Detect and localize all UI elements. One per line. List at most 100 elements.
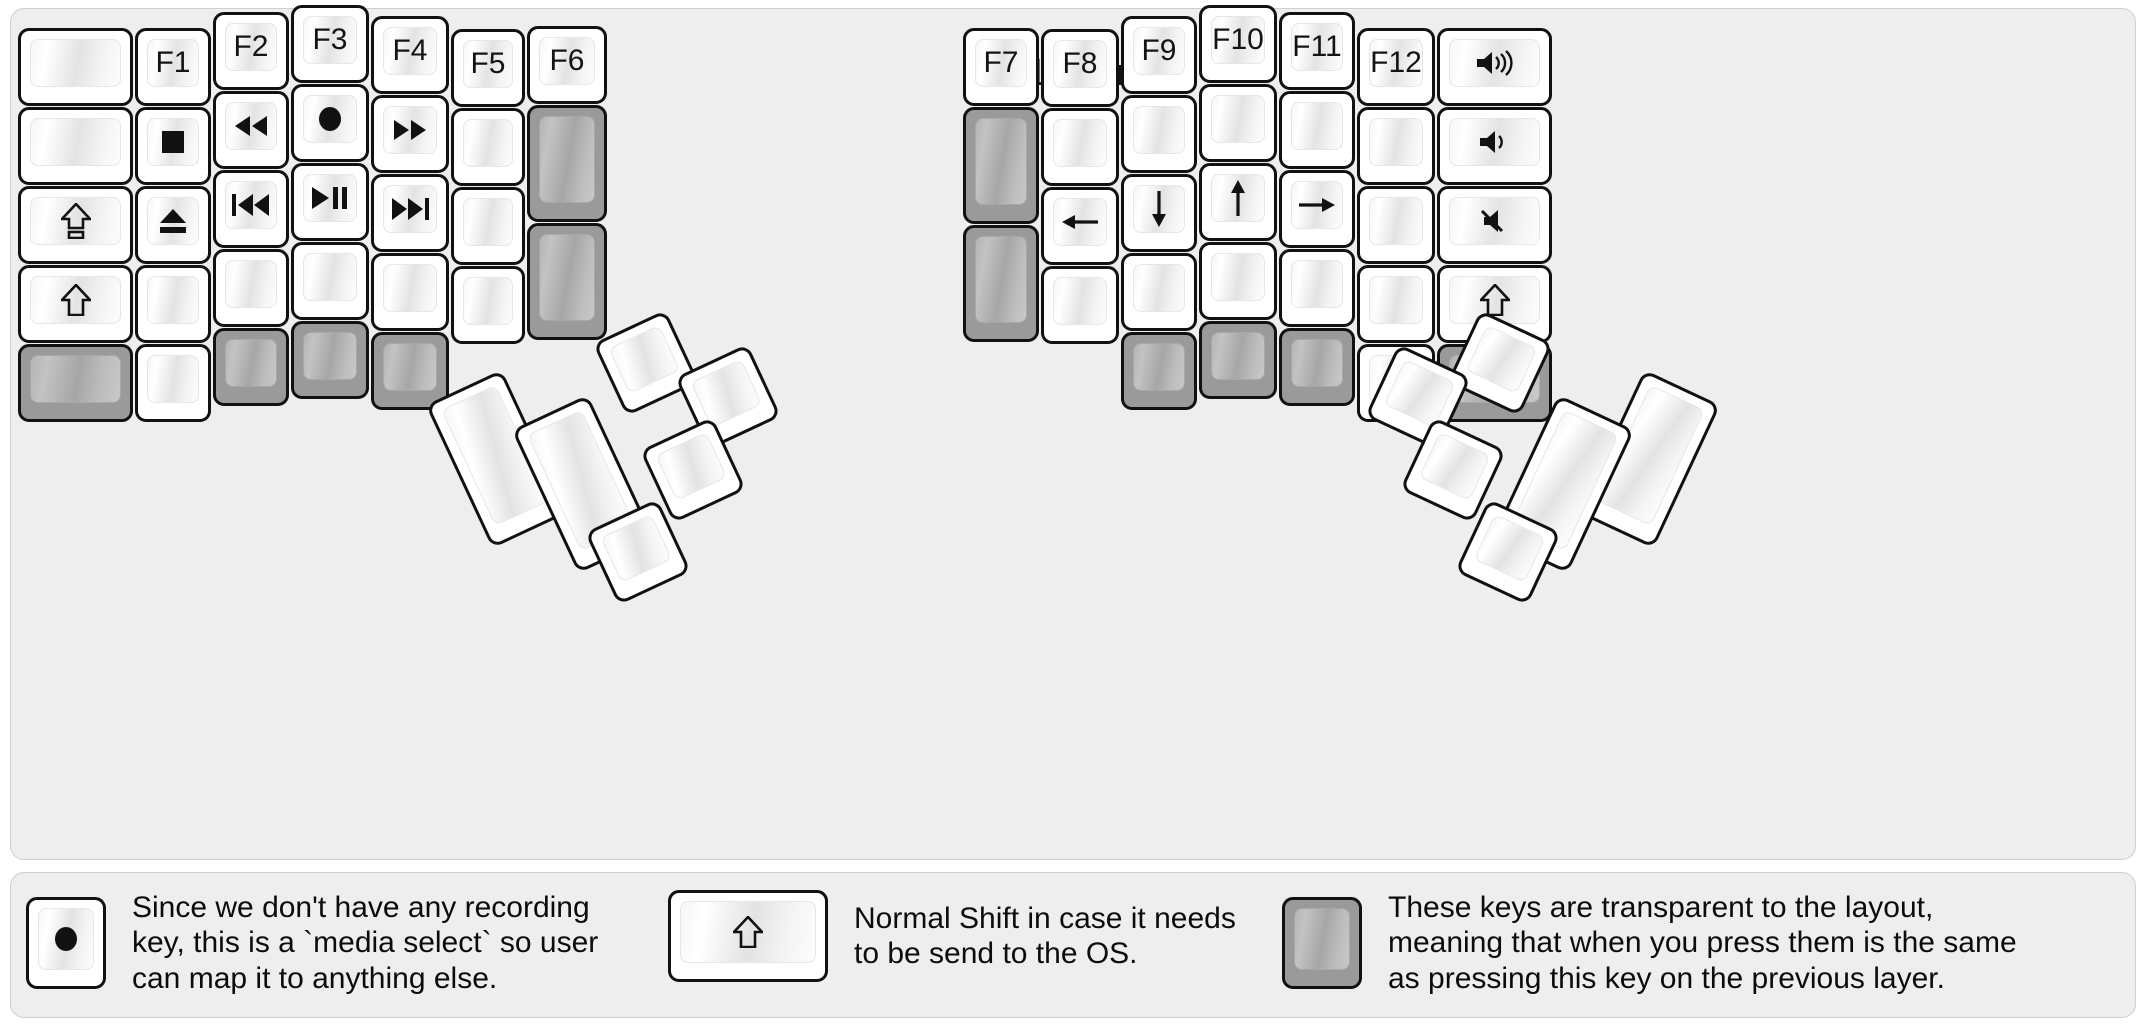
keycap-face (1369, 118, 1423, 166)
key-right-f11-r5[interactable] (1279, 328, 1355, 406)
key-left-f5-r2[interactable] (451, 108, 525, 186)
key-left-f6-r3[interactable] (527, 223, 607, 340)
keycap-face (303, 174, 357, 222)
keycap-face (30, 355, 121, 403)
key-right-f9-r3[interactable] (1121, 174, 1197, 252)
key-label: F11 (1292, 30, 1342, 63)
key-label: F2 (233, 30, 269, 63)
keycap-face: F12 (1369, 39, 1423, 87)
eject-icon (158, 207, 188, 235)
key-right-pinky-outer-right-r3[interactable] (1437, 186, 1552, 264)
key-right-f12-r4[interactable] (1357, 265, 1435, 343)
key-label: F1 (155, 46, 191, 79)
key-right-f7-r3[interactable] (963, 225, 1039, 342)
key-left-f1-r4[interactable] (135, 265, 211, 343)
key-left-f5-r1[interactable]: F5 (451, 29, 525, 107)
key-left-f3-r2[interactable] (291, 84, 369, 162)
key-left-pinky-outer-r3[interactable] (18, 186, 133, 264)
record-icon (316, 105, 344, 133)
key-left-f5-r3[interactable] (451, 187, 525, 265)
key-left-f2-r4[interactable] (213, 249, 289, 327)
keycap-face (147, 197, 199, 245)
keycap-face (1369, 197, 1423, 245)
key-left-f4-r5[interactable] (371, 332, 449, 410)
key-right-f12-r2[interactable] (1357, 107, 1435, 185)
key-left-f1-r1[interactable]: F1 (135, 28, 211, 106)
key-right-f10-r2[interactable] (1199, 84, 1277, 162)
key-left-f3-r5[interactable] (291, 321, 369, 399)
key-left-f1-r5[interactable] (135, 344, 211, 422)
key-left-f6-r1[interactable]: F6 (527, 26, 607, 104)
stop-icon (160, 129, 186, 155)
keycap-face (147, 355, 199, 403)
key-right-pinky-outer-right-r2[interactable] (1437, 107, 1552, 185)
key-left-pinky-outer-r5[interactable] (18, 344, 133, 422)
arrow-left-icon (1061, 210, 1099, 234)
keycap-face: F5 (463, 40, 513, 88)
key-right-f9-r1[interactable]: F9 (1121, 16, 1197, 94)
key-right-f10-r3[interactable] (1199, 163, 1277, 241)
key-left-f6-r2[interactable] (527, 105, 607, 222)
key-right-f10-r1[interactable]: F10 (1199, 5, 1277, 83)
volume-mute-icon (1478, 207, 1512, 235)
keycap-face (539, 116, 595, 203)
key-right-f10-r5[interactable] (1199, 321, 1277, 399)
keycap-face: F4 (383, 27, 437, 75)
key-label: F9 (1141, 34, 1177, 67)
key-left-f3-r3[interactable] (291, 163, 369, 241)
key-left-f4-r2[interactable] (371, 95, 449, 173)
key-left-f1-r3[interactable] (135, 186, 211, 264)
key-label: F5 (470, 47, 506, 80)
keycap-face (1211, 253, 1265, 301)
key-left-f3-r1[interactable]: F3 (291, 5, 369, 83)
key-right-f11-r3[interactable] (1279, 170, 1355, 248)
key-right-f12-r1[interactable]: F12 (1357, 28, 1435, 106)
key-right-f8-r1[interactable]: F8 (1041, 29, 1119, 107)
key-right-f8-r2[interactable] (1041, 108, 1119, 186)
key-right-f10-r4[interactable] (1199, 242, 1277, 320)
key-left-pinky-outer-r4[interactable] (18, 265, 133, 343)
key-left-f2-r3[interactable] (213, 170, 289, 248)
arrow-down-icon (1147, 190, 1171, 228)
key-right-f11-r4[interactable] (1279, 249, 1355, 327)
keycap-face (1211, 95, 1265, 143)
keycap-face (30, 197, 121, 245)
keycap-face (608, 324, 681, 394)
key-left-pinky-outer-r2[interactable] (18, 107, 133, 185)
keycap-face: F3 (303, 16, 357, 64)
keycap-face (303, 95, 357, 143)
key-left-f2-r5[interactable] (213, 328, 289, 406)
key-right-f8-r4[interactable] (1041, 266, 1119, 344)
keycap-face (975, 236, 1027, 323)
key-right-f12-r3[interactable] (1357, 186, 1435, 264)
keycap-face (1369, 276, 1423, 324)
key-right-f9-r5[interactable] (1121, 332, 1197, 410)
keycap-face (463, 198, 513, 246)
key-left-f2-r2[interactable] (213, 91, 289, 169)
key-left-f5-r4[interactable] (451, 266, 525, 344)
key-left-f4-r1[interactable]: F4 (371, 16, 449, 94)
keycap-face (1133, 106, 1185, 154)
play-pause-icon (311, 186, 349, 210)
key-right-pinky-outer-right-r1[interactable] (1437, 28, 1552, 106)
keycap-face (463, 119, 513, 167)
key-label: F3 (312, 23, 348, 56)
key-label: F7 (983, 46, 1019, 79)
volume-down-icon (1478, 128, 1512, 156)
key-right-f7-r1[interactable]: F7 (963, 28, 1039, 106)
keycap-face (1133, 185, 1185, 233)
key-right-f11-r2[interactable] (1279, 91, 1355, 169)
key-left-f2-r1[interactable]: F2 (213, 12, 289, 90)
keycap-face (1133, 343, 1185, 391)
keycap-face: F11 (1291, 23, 1343, 71)
key-left-f4-r4[interactable] (371, 253, 449, 331)
key-left-pinky-outer-r1[interactable] (18, 28, 133, 106)
key-left-f1-r2[interactable] (135, 107, 211, 185)
key-right-f11-r1[interactable]: F11 (1279, 12, 1355, 90)
key-right-f8-r3[interactable] (1041, 187, 1119, 265)
key-right-f9-r4[interactable] (1121, 253, 1197, 331)
key-right-f7-r2[interactable] (963, 107, 1039, 224)
key-left-f4-r3[interactable] (371, 174, 449, 252)
key-left-f3-r4[interactable] (291, 242, 369, 320)
key-right-f9-r2[interactable] (1121, 95, 1197, 173)
